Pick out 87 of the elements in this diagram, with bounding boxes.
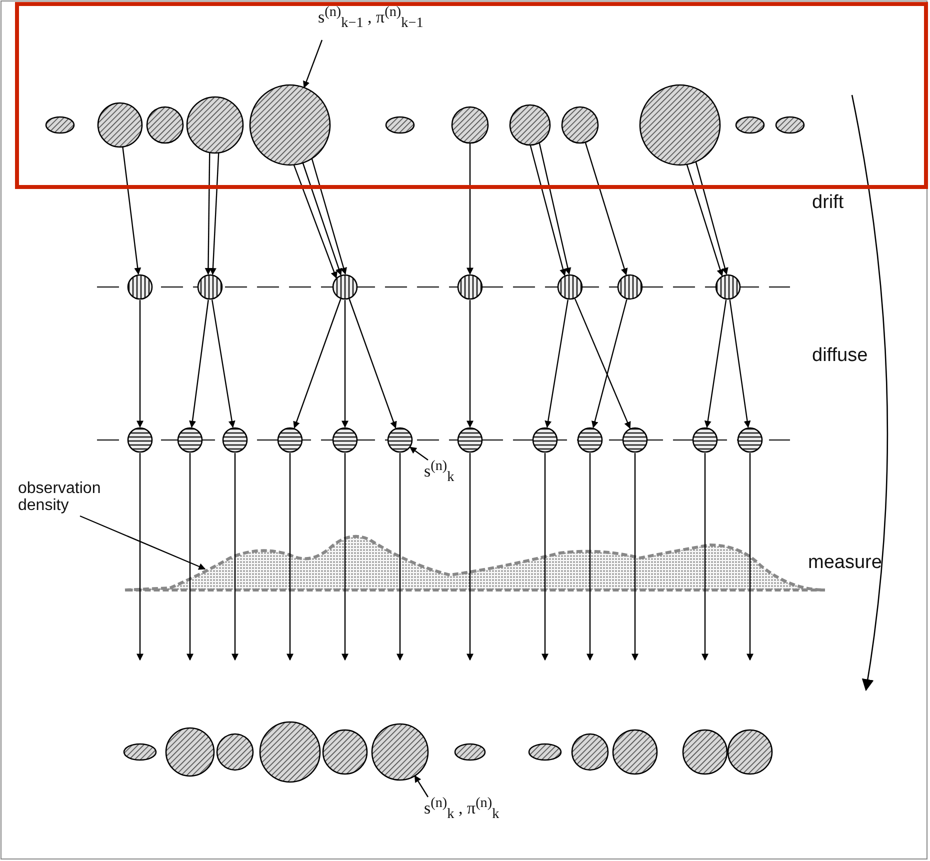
particle-circle bbox=[332, 427, 358, 453]
arrow bbox=[686, 164, 724, 276]
particle-circle bbox=[127, 274, 153, 300]
particle-circle bbox=[127, 427, 153, 453]
particle-circle bbox=[639, 84, 721, 166]
particle-circle bbox=[557, 274, 583, 300]
arrow bbox=[591, 299, 628, 428]
particle-circle bbox=[371, 723, 429, 781]
arrow bbox=[695, 162, 728, 275]
arrow bbox=[530, 144, 566, 276]
particle-circle bbox=[571, 733, 609, 771]
particle-circle bbox=[622, 427, 648, 453]
particle-ellipse bbox=[775, 116, 805, 134]
leader-line bbox=[80, 515, 206, 570]
particle-circle bbox=[332, 274, 358, 300]
arrow bbox=[209, 152, 220, 276]
arrow bbox=[232, 453, 238, 661]
leader-line bbox=[303, 40, 323, 88]
particle-circle bbox=[216, 733, 254, 771]
particle-circle bbox=[617, 274, 643, 300]
arrow bbox=[632, 453, 638, 661]
particle-circle bbox=[165, 727, 215, 777]
particle-circle bbox=[727, 729, 773, 775]
leader-line bbox=[414, 775, 428, 798]
arrow bbox=[136, 453, 144, 661]
arrow bbox=[574, 298, 631, 429]
arrow bbox=[302, 162, 342, 276]
arrow bbox=[348, 298, 397, 429]
arrow bbox=[466, 453, 474, 661]
arrow bbox=[466, 143, 474, 275]
arrow bbox=[189, 300, 209, 428]
particle-circle bbox=[532, 427, 558, 453]
particle-circle bbox=[186, 96, 244, 154]
arrow bbox=[544, 300, 568, 428]
arrow bbox=[702, 453, 708, 661]
stage-label: measure bbox=[808, 552, 882, 574]
particle-circle bbox=[259, 721, 321, 783]
particle-circle bbox=[692, 427, 718, 453]
particle-circle bbox=[322, 729, 368, 775]
arrow bbox=[204, 152, 212, 275]
particle-circle bbox=[177, 427, 203, 453]
particle-circle bbox=[451, 106, 489, 144]
particle-circle bbox=[612, 729, 658, 775]
arrow bbox=[586, 453, 594, 661]
arrow bbox=[212, 300, 236, 428]
particle-circle bbox=[737, 427, 763, 453]
particle-circle bbox=[509, 104, 551, 146]
stage-label: drift bbox=[812, 192, 844, 214]
arrow bbox=[538, 142, 572, 275]
particle-circle bbox=[577, 427, 603, 453]
arrow bbox=[729, 300, 751, 428]
particle-circle bbox=[387, 427, 413, 453]
particle-circle bbox=[97, 102, 143, 148]
particle-ellipse bbox=[454, 743, 486, 761]
particle-ellipse bbox=[735, 116, 765, 134]
arrow bbox=[136, 300, 144, 428]
particle-circle bbox=[146, 106, 184, 144]
arrow bbox=[311, 158, 347, 275]
particle-circle bbox=[457, 274, 483, 300]
arrow bbox=[584, 142, 628, 276]
particle-circle bbox=[222, 427, 248, 453]
leader-line bbox=[409, 446, 428, 460]
particle-ellipse bbox=[45, 116, 75, 134]
arrow bbox=[186, 453, 194, 661]
particle-circle bbox=[277, 427, 303, 453]
arrow bbox=[293, 164, 338, 279]
particle-ellipse bbox=[528, 743, 562, 761]
arrow bbox=[122, 146, 142, 275]
arrow bbox=[396, 453, 404, 661]
annotation-text: observation density bbox=[18, 480, 128, 514]
arrow bbox=[466, 300, 474, 428]
arrow bbox=[746, 453, 754, 661]
arrow bbox=[542, 453, 548, 661]
arrow bbox=[293, 298, 342, 429]
arrow bbox=[286, 453, 294, 661]
particle-ellipse bbox=[123, 743, 157, 761]
particle-ellipse bbox=[385, 116, 415, 134]
particle-circle bbox=[197, 274, 223, 300]
particle-circle bbox=[561, 106, 599, 144]
particle-circle bbox=[249, 84, 331, 166]
particle-circle bbox=[715, 274, 741, 300]
particle-circle bbox=[682, 729, 728, 775]
arrow bbox=[704, 300, 727, 428]
particle-circle bbox=[457, 427, 483, 453]
arrow bbox=[342, 300, 348, 428]
arrow bbox=[342, 453, 348, 661]
stage-label: diffuse bbox=[812, 345, 868, 367]
